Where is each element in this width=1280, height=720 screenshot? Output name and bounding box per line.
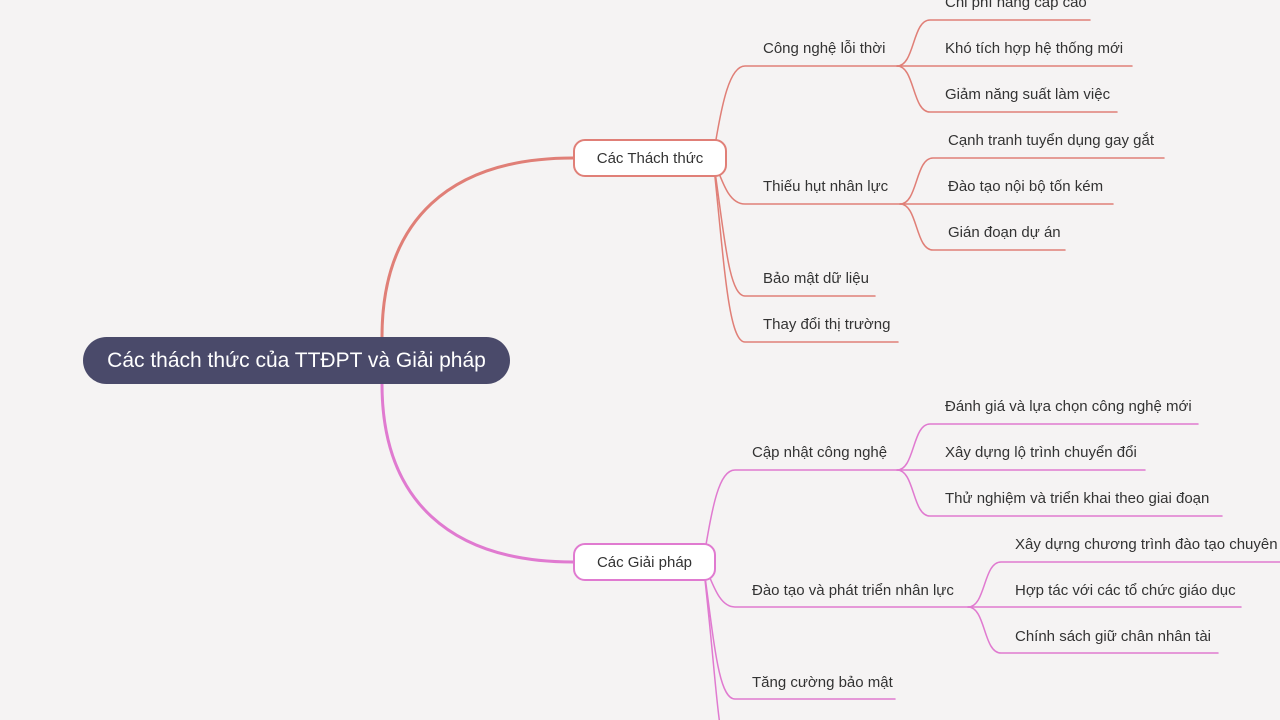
challenge-topic-market-change[interactable]: Thay đổi thị trường	[763, 316, 891, 333]
connector-challenge-item-2-3	[899, 203, 1066, 251]
branch-solutions-label: Các Giải pháp	[596, 553, 693, 571]
challenge-topic-data-security[interactable]: Bảo mật dữ liệu	[763, 270, 869, 287]
solution-topic-staff-development[interactable]: Đào tạo và phát triển nhân lực	[752, 582, 954, 599]
connector-challenge-topic-1	[712, 65, 898, 159]
challenge-item-productivity[interactable]: Giảm năng suất làm việc	[945, 86, 1111, 103]
root-node[interactable]: Các thách thức của TTĐPT và Giải pháp	[83, 337, 510, 384]
challenge-item-upgrade-cost[interactable]: Chi phí nâng cấp cao	[945, 0, 1087, 11]
connector-solution-topic-4	[702, 561, 721, 720]
connector-root-solutions	[380, 382, 575, 564]
solution-topic-security[interactable]: Tăng cường bảo mật	[752, 674, 893, 691]
connector-solution-item-1-1	[896, 423, 1199, 471]
connector-challenge-topic-4	[712, 157, 899, 343]
solution-topic-tech-update[interactable]: Cập nhật công nghệ	[752, 444, 888, 461]
connector-solution-item-1-3	[896, 469, 1223, 517]
challenge-topic-outdated-tech[interactable]: Công nghệ lỗi thời	[763, 40, 886, 57]
root-node-label: Các thách thức của TTĐPT và Giải pháp	[107, 348, 486, 372]
connector-challenge-item-2-1	[899, 157, 1165, 205]
connector-challenge-item-1-1	[896, 19, 1091, 67]
connector-solution-item-2-1	[967, 561, 1280, 608]
solution-item-evaluate-tech[interactable]: Đánh giá và lựa chọn công nghệ mới	[945, 398, 1192, 415]
challenge-item-training-cost[interactable]: Đào tạo nội bộ tốn kém	[948, 178, 1104, 195]
challenge-item-recruiting[interactable]: Cạnh tranh tuyển dụng gay gắt	[948, 132, 1154, 149]
challenge-topic-staff-shortage[interactable]: Thiếu hụt nhân lực	[763, 178, 889, 195]
connector-solution-topic-1	[702, 469, 898, 563]
solution-item-training-program[interactable]: Xây dựng chương trình đào tạo chuyên	[1015, 536, 1278, 553]
branch-challenges-label: Các Thách thức	[596, 149, 704, 167]
connector-root-challenges	[380, 156, 575, 339]
branch-challenges[interactable]: Các Thách thức	[573, 139, 727, 177]
solution-item-education-partners[interactable]: Hợp tác với các tổ chức giáo dục	[1015, 582, 1236, 599]
challenge-item-project-disruption[interactable]: Gián đoạn dự án	[948, 224, 1061, 241]
connector-challenge-topic-3	[712, 157, 876, 297]
solution-item-roadmap[interactable]: Xây dựng lộ trình chuyển đổi	[945, 444, 1137, 461]
solution-item-phased-rollout[interactable]: Thử nghiệm và triển khai theo giai đoạn	[945, 490, 1210, 507]
connector-solution-item-2-3	[967, 606, 1219, 654]
solution-item-talent-retention[interactable]: Chính sách giữ chân nhân tài	[1015, 628, 1212, 645]
branch-solutions[interactable]: Các Giải pháp	[573, 543, 716, 581]
connector-challenge-item-1-3	[896, 65, 1118, 113]
challenge-item-integration[interactable]: Khó tích hợp hệ thống mới	[945, 40, 1124, 57]
